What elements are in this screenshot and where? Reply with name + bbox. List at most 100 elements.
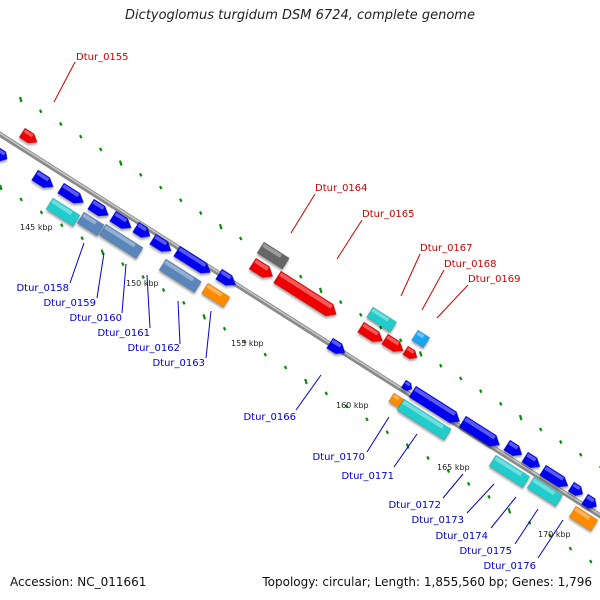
gene-feature xyxy=(402,345,418,360)
gene-arrow xyxy=(31,169,54,188)
leader-line xyxy=(442,473,464,499)
gene-arrow xyxy=(488,454,531,488)
tick-mark xyxy=(507,507,512,514)
tick-mark xyxy=(304,378,308,385)
gene-arrow xyxy=(18,127,38,144)
tick-mark xyxy=(99,147,103,152)
gene-arrow-highlight xyxy=(362,323,379,336)
gene-arrow-highlight xyxy=(154,235,168,246)
gene-arrow xyxy=(402,345,418,360)
leader-line xyxy=(146,274,151,329)
gene-arrow xyxy=(273,270,337,317)
tick-mark xyxy=(202,313,207,320)
tick-mark xyxy=(559,440,563,445)
tick-mark xyxy=(263,352,267,357)
gene-arrow xyxy=(396,398,452,441)
topology-text: Topology: circular; Length: 1,855,560 bp… xyxy=(262,575,592,589)
gene-feature xyxy=(215,268,237,286)
gene-arrow-highlight xyxy=(464,417,496,440)
gene-arrow xyxy=(567,481,584,497)
scale-label: 165 kbp xyxy=(437,463,470,472)
tick-mark xyxy=(479,389,483,394)
gene-arrow-highlight xyxy=(104,225,136,248)
gene-arrow-highlight xyxy=(386,335,400,346)
tick-mark xyxy=(426,456,430,461)
gene-feature xyxy=(526,476,564,507)
tick-mark xyxy=(379,325,383,330)
scale-label: 170 kbp xyxy=(538,530,571,539)
gene-label-reverse: Dtur_0176 xyxy=(483,561,536,572)
gene-arrow xyxy=(539,464,569,488)
gene-arrow-highlight xyxy=(279,272,333,309)
tick-mark xyxy=(446,468,451,473)
gene-arrow-highlight xyxy=(0,149,6,156)
gene-arrow-highlight xyxy=(572,483,581,491)
gene-arrow-highlight xyxy=(371,308,390,322)
gene-label-reverse: Dtur_0166 xyxy=(243,412,296,423)
gene-feature xyxy=(173,245,211,274)
tick-mark xyxy=(385,430,390,435)
gene-feature xyxy=(357,321,384,343)
tick-mark xyxy=(218,223,223,230)
tick-mark xyxy=(139,172,143,177)
gene-feature xyxy=(45,197,81,227)
gene-arrow-highlight xyxy=(206,284,223,297)
gene-feature xyxy=(568,505,599,532)
leader-line xyxy=(400,253,421,297)
gene-feature xyxy=(521,451,541,469)
tick-mark xyxy=(324,391,329,396)
gene-arrow-highlight xyxy=(402,400,444,429)
tick-mark xyxy=(365,417,369,422)
accession-text: Accession: NC_011661 xyxy=(10,575,147,589)
scale-label: 155 kbp xyxy=(231,339,264,348)
leader-line xyxy=(537,519,564,559)
tick-mark xyxy=(80,236,84,241)
gene-arrow xyxy=(45,197,81,227)
gene-arrow xyxy=(400,379,413,392)
gene-feature xyxy=(98,223,144,259)
leader-line xyxy=(96,252,105,299)
tick-mark xyxy=(579,452,583,457)
tick-mark xyxy=(39,210,44,215)
gene-arrow xyxy=(158,258,202,293)
gene-arrow xyxy=(256,241,290,270)
gene-arrow-highlight xyxy=(574,507,591,520)
tick-mark xyxy=(344,404,349,409)
gene-feature xyxy=(488,454,531,488)
tick-mark xyxy=(19,197,23,202)
gene-arrow xyxy=(568,505,599,532)
gene-arrow xyxy=(357,321,384,343)
gene-feature xyxy=(256,241,290,270)
leader-line xyxy=(514,508,539,545)
gene-label-forward: Dtur_0168 xyxy=(444,259,497,270)
gene-arrow-highlight xyxy=(586,495,595,503)
gene-arrow-highlight xyxy=(137,223,148,232)
gene-arrow xyxy=(132,221,151,238)
gene-arrow-highlight xyxy=(178,247,207,268)
gene-feature xyxy=(503,439,523,457)
gene-feature xyxy=(273,270,337,317)
tick-mark xyxy=(466,481,471,486)
gene-arrow xyxy=(366,306,398,333)
tick-mark xyxy=(100,249,105,255)
tick-mark xyxy=(239,236,243,241)
scale-label: 150 kbp xyxy=(126,279,159,288)
leader-line xyxy=(336,219,363,260)
tick-mark xyxy=(589,559,593,564)
gene-arrow-highlight xyxy=(414,387,456,416)
gene-label-forward: Dtur_0167 xyxy=(420,243,473,254)
map-title: Dictyoglomus turgidum DSM 6724, complete… xyxy=(125,8,475,23)
leader-line xyxy=(421,269,445,311)
tick-mark xyxy=(199,211,203,216)
gene-label-reverse: Dtur_0158 xyxy=(16,283,69,294)
gene-feature xyxy=(539,464,569,488)
gene-arrow xyxy=(458,415,501,447)
tick-mark xyxy=(222,326,227,331)
gene-arrow xyxy=(0,147,8,162)
genome-backbone xyxy=(0,131,600,519)
gene-arrow xyxy=(98,223,144,259)
gene-arrow-highlight xyxy=(262,243,283,258)
gene-feature xyxy=(248,257,274,278)
gene-arrow xyxy=(248,257,274,278)
